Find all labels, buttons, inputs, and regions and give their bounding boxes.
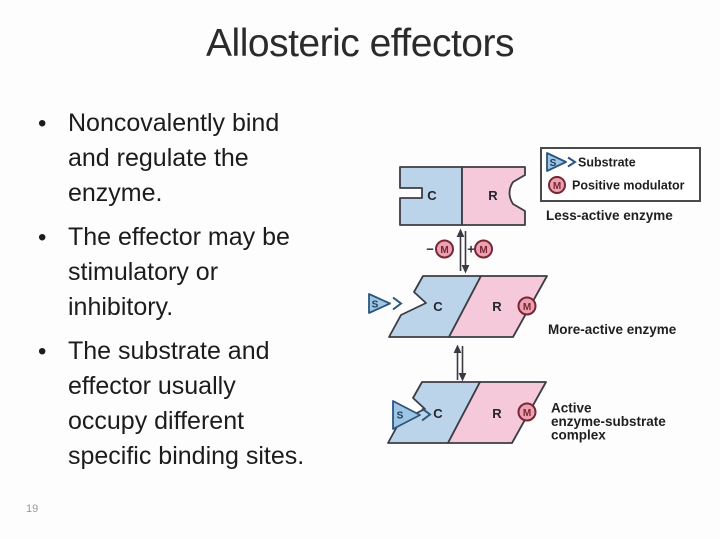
bullet-item: • Noncovalently bind and regulate the en… (38, 106, 368, 211)
stage-label-active-complex: Active enzyme-substrate complex (551, 401, 666, 443)
modulator-symbol: M (553, 181, 561, 192)
regulatory-subunit-shape (461, 166, 526, 226)
bullet-text-line: occupy different (68, 407, 245, 435)
bullet-list: • Noncovalently bind and regulate the en… (38, 106, 368, 483)
bullet-marker: • (38, 110, 47, 137)
substrate-symbol: S (550, 158, 557, 169)
catalytic-subunit-label: C (427, 188, 437, 203)
regulatory-subunit-label: R (492, 299, 502, 314)
active-complex-shape: S C R M (387, 381, 547, 444)
bullet-text-line: The effector may be (68, 223, 290, 251)
substrate-arrow-icon (392, 296, 403, 311)
modulator-icon (474, 239, 493, 259)
page-number: 19 (26, 503, 39, 515)
regulatory-subunit-label: R (492, 406, 502, 421)
bullet-text-line: specific binding sites. (68, 442, 305, 470)
equilibrium-arrows-bottom (453, 344, 467, 382)
catalytic-subunit-label: C (433, 299, 443, 314)
substrate-icon (368, 293, 391, 314)
regulatory-subunit-shape (448, 275, 548, 338)
stage-label-more-active: More-active enzyme (548, 322, 677, 337)
catalytic-subunit-label: C (433, 406, 443, 421)
minus-sign: − (426, 242, 434, 257)
bullet-text-line: Noncovalently bind (68, 109, 280, 137)
allosteric-diagram: C R − M + M C R M (368, 147, 701, 444)
regulatory-subunit-label: R (488, 188, 498, 203)
substrate-icon (546, 152, 567, 172)
bullet-marker: • (38, 338, 47, 365)
substrate-arrow-icon (421, 407, 432, 422)
regulatory-subunit-shape (447, 381, 547, 444)
modulator-symbol: M (440, 245, 448, 256)
substrate-free-icon: S (368, 293, 403, 314)
bullet-text-line: effector usually (68, 372, 236, 400)
substrate-arrow-icon (567, 156, 577, 168)
modulator-symbol: M (523, 408, 531, 419)
less-active-enzyme-shape: C R (399, 166, 526, 226)
svg-text:Active: Active (551, 401, 592, 416)
plus-sign: + (467, 242, 475, 257)
bullet-text-line: enzyme. (68, 179, 163, 207)
svg-text:complex: complex (551, 428, 606, 443)
equilibrium-arrows-top (456, 228, 470, 274)
modulator-icon (548, 176, 566, 194)
plus-modulator: + M (467, 239, 493, 259)
minus-modulator: − M (426, 239, 454, 259)
bullet-text-line: stimulatory or (68, 258, 219, 286)
legend-modulator-label: Positive modulator (572, 179, 685, 193)
bullet-text-line: and regulate the (68, 144, 249, 172)
bullet-text-line: The substrate and (68, 337, 270, 365)
substrate-symbol: S (372, 300, 379, 311)
stage-label-less-active: Less-active enzyme (546, 208, 673, 223)
legend-box: S Substrate M Positive modulator (540, 147, 701, 202)
modulator-icon (435, 239, 454, 259)
legend-substrate-label: Substrate (578, 156, 636, 170)
bullet-item: • The effector may be stimulatory or inh… (38, 220, 368, 325)
slide-title: Allosteric effectors (206, 22, 514, 65)
substrate-icon (392, 400, 421, 430)
bullet-marker: • (38, 224, 47, 251)
modulator-icon (517, 296, 537, 316)
modulator-symbol: M (479, 245, 487, 256)
substrate-symbol: S (397, 411, 404, 422)
bullet-item: • The substrate and effector usually occ… (38, 334, 368, 474)
svg-text:enzyme-substrate: enzyme-substrate (551, 414, 666, 429)
more-active-enzyme-shape: C R M (388, 275, 548, 338)
modulator-icon (517, 402, 537, 422)
modulator-symbol: M (523, 302, 531, 313)
bullet-text-line: inhibitory. (68, 293, 174, 321)
